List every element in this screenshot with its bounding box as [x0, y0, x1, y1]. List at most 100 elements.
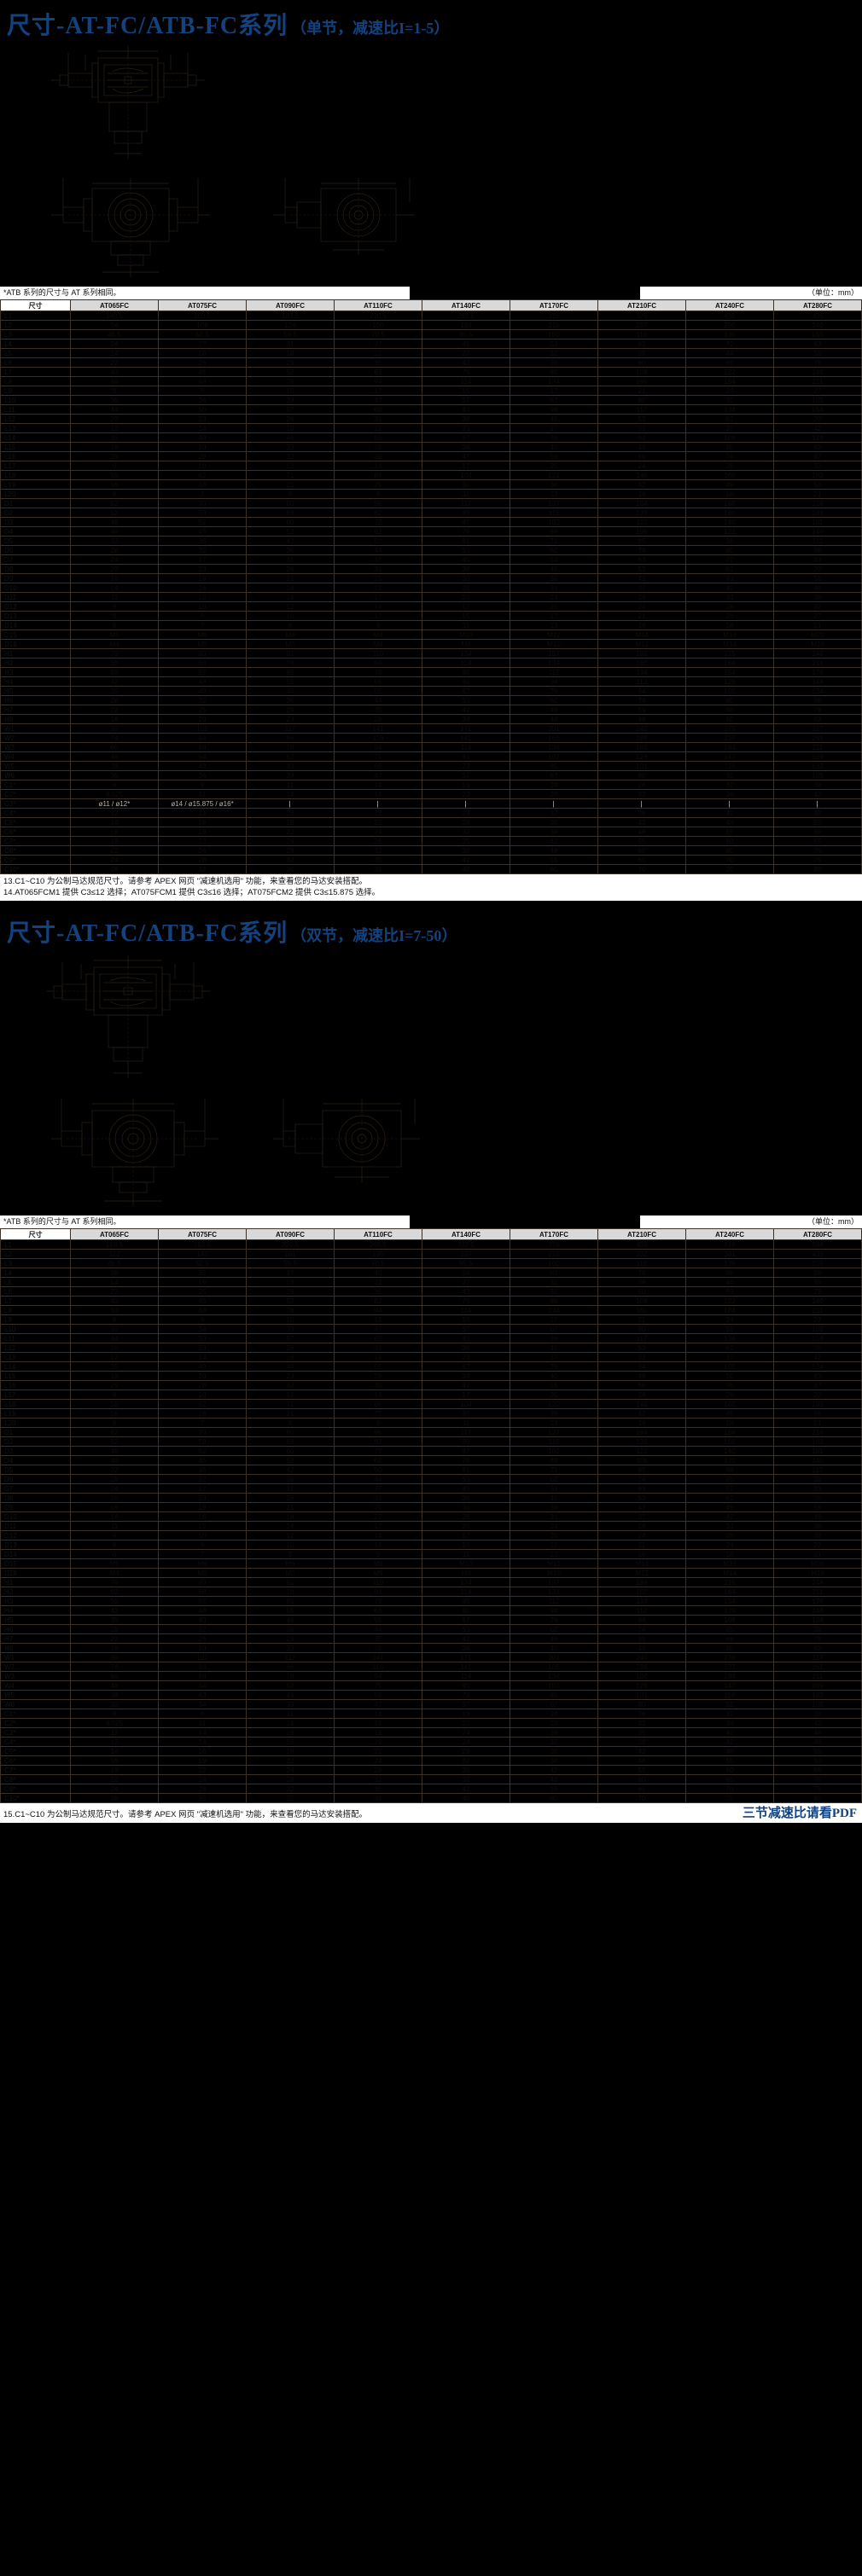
table-cell: 34	[158, 395, 247, 405]
table-cell: 12	[70, 1737, 159, 1747]
table-cell: 6	[70, 620, 159, 630]
table-cell: 26	[422, 583, 510, 593]
table-cell: 42	[597, 817, 686, 827]
table-cell: 65	[773, 1765, 862, 1775]
table-cell: 75	[685, 864, 774, 874]
row-label: C4*	[0, 808, 71, 818]
table-cell: 52.5	[158, 329, 247, 339]
table-cell: 164	[597, 1427, 686, 1437]
table-cell: 38	[773, 592, 862, 602]
table-cell: 60	[70, 1671, 159, 1681]
table-cell: 104	[422, 470, 510, 480]
table-cell: 75	[334, 751, 422, 762]
table-cell: 160	[597, 1587, 686, 1597]
table-cell: 44	[685, 348, 774, 358]
table-cell: 96	[334, 1427, 422, 1437]
table-cell: 32	[158, 864, 247, 874]
table-cell: 60	[510, 864, 598, 874]
table-cell: 75	[685, 1793, 774, 1803]
table-cell: 44	[334, 545, 422, 555]
table-cell: 25	[70, 451, 159, 461]
table-cell: 21	[246, 1502, 335, 1512]
row-label: C10*	[0, 864, 71, 874]
table-cell: 28	[158, 451, 247, 461]
table-cell: 70	[685, 1784, 774, 1794]
table-cell: 18	[246, 348, 335, 358]
table-cell: 35	[334, 1286, 422, 1297]
table-cell: 55	[246, 676, 335, 687]
header-col-3: AT110FC	[334, 1228, 422, 1240]
table-cell: 16	[597, 620, 686, 630]
table-cell: 38	[685, 789, 774, 799]
table-cell: 157	[510, 1577, 598, 1587]
table-cell: 13	[510, 1549, 598, 1559]
table-cell: 76	[422, 367, 510, 377]
header-col-1: AT075FC	[158, 299, 247, 311]
table-cell: 23	[158, 414, 247, 424]
table-cell: 15	[422, 1314, 510, 1325]
table-cell: 38	[685, 1718, 774, 1728]
table-cell: 80	[597, 1699, 686, 1709]
row-label: L20	[0, 489, 71, 499]
table-cell: 78	[334, 1596, 422, 1606]
table-cell: 16	[597, 1418, 686, 1428]
row-label: L10	[0, 395, 71, 405]
table-cell: 55	[334, 1615, 422, 1625]
table-cell: 134	[685, 404, 774, 415]
table-cell: 317	[773, 1652, 862, 1662]
table-cell: 63	[597, 554, 686, 565]
table-cell: 17	[422, 601, 510, 612]
unit-note-2: （单位：mm）	[640, 1215, 862, 1228]
table-cell: 24	[70, 855, 159, 865]
table-cell: 122	[597, 517, 686, 527]
table-cell: 61	[685, 414, 774, 424]
table-cell: 216	[773, 1427, 862, 1437]
table-cell: 52	[70, 508, 159, 518]
table-cell: 65	[597, 855, 686, 865]
table-cell: 16	[158, 817, 247, 827]
footnotes-1: 13.C1~C10 为公制马达规范尺寸。请参考 APEX 网页 "减速机选用" …	[0, 874, 862, 901]
table-cell: M14	[597, 1558, 686, 1569]
row-label: L8	[0, 376, 71, 386]
table-cell: 38	[510, 827, 598, 837]
table-cell: 37	[685, 423, 774, 433]
table-cell: 76	[685, 451, 774, 461]
table-cell: 211	[773, 376, 862, 386]
table-cell: 53	[422, 545, 510, 555]
table-cell: 155	[773, 329, 862, 339]
table-cell: 91	[246, 1577, 335, 1587]
pdf-link[interactable]: 三节减速比请看PDF	[742, 1807, 857, 1820]
table-cell: 9	[334, 620, 422, 630]
table-cell: 74	[597, 1624, 686, 1634]
table-cell: 67	[510, 1324, 598, 1334]
header-col-8: AT280FC	[773, 299, 862, 311]
table-cell: 35	[334, 1633, 422, 1644]
table-cell: 79	[773, 357, 862, 368]
table-cell: 52	[246, 526, 335, 537]
table-cell: 85.5	[422, 1258, 510, 1268]
table-cell: 32	[773, 601, 862, 612]
table-cell: 20	[158, 1643, 247, 1653]
table-cell: 118	[597, 329, 686, 339]
table-cell: 116	[510, 1436, 598, 1447]
table-cell: 94	[334, 1587, 422, 1597]
table-cell: 10	[246, 611, 335, 621]
table-cell: 98	[773, 545, 862, 555]
table-cell: 8	[70, 1314, 159, 1325]
table-cell: 94	[597, 432, 686, 443]
table-cell: 19	[334, 1737, 422, 1747]
table-cell: 32	[422, 1755, 510, 1766]
table-cell: 18	[70, 1371, 159, 1381]
table-cell: 116	[510, 508, 598, 518]
table-cell: 48	[422, 864, 510, 874]
table-cell: 19	[246, 1746, 335, 1756]
